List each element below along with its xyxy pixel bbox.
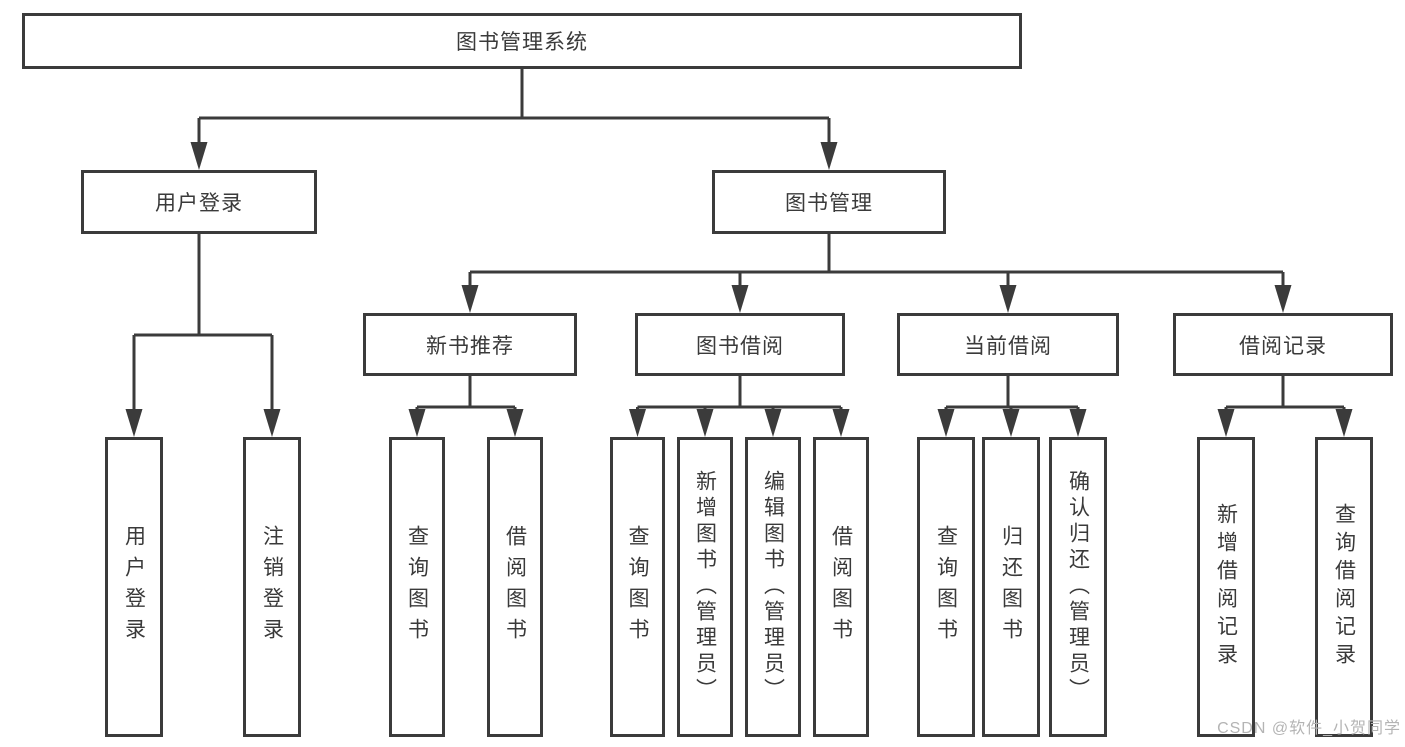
csdn-watermark: CSDN @软件_小贺同学 — [1217, 720, 1401, 737]
leaf-label: 查询图书 — [405, 525, 429, 649]
node-book-mgmt: 图书管理 — [712, 170, 946, 234]
arrowhead — [190, 142, 208, 170]
leaf-label: 编辑图书（管理员） — [761, 470, 785, 704]
node-book-mgmt-label: 图书管理 — [785, 192, 873, 215]
node-leaf-borrow-book-1: 借阅图书 — [487, 437, 543, 737]
node-root: 图书管理系统 — [22, 13, 1022, 69]
arrowhead — [820, 142, 838, 170]
node-user-login: 用户登录 — [81, 170, 317, 234]
node-new-book-rec-label: 新书推荐 — [426, 334, 514, 358]
leaf-label: 查询借阅记录 — [1332, 503, 1356, 671]
node-leaf-logout: 注销登录 — [243, 437, 301, 737]
node-book-borrow: 图书借阅 — [635, 313, 845, 376]
leaf-label: 用户登录 — [122, 525, 146, 649]
leaf-label: 新增借阅记录 — [1214, 503, 1238, 671]
node-user-login-label: 用户登录 — [155, 192, 243, 215]
leaf-label: 注销登录 — [260, 525, 284, 649]
node-leaf-query-book-3: 查询图书 — [917, 437, 975, 737]
leaf-label: 借阅图书 — [829, 525, 853, 649]
leaf-label: 新增图书（管理员） — [693, 470, 717, 704]
node-new-book-rec: 新书推荐 — [363, 313, 577, 376]
leaf-label: 查询图书 — [626, 525, 649, 649]
node-leaf-add-book: 新增图书（管理员） — [677, 437, 733, 737]
node-leaf-query-borrow-record: 查询借阅记录 — [1315, 437, 1373, 737]
node-borrow-records: 借阅记录 — [1173, 313, 1393, 376]
leaf-label: 确认归还（管理员） — [1066, 470, 1090, 704]
node-leaf-borrow-book-2: 借阅图书 — [813, 437, 869, 737]
node-root-label: 图书管理系统 — [456, 31, 588, 54]
leaf-label: 归还图书 — [999, 525, 1023, 649]
leaf-label: 借阅图书 — [503, 525, 527, 649]
node-leaf-add-borrow-record: 新增借阅记录 — [1197, 437, 1255, 737]
node-leaf-edit-book: 编辑图书（管理员） — [745, 437, 801, 737]
node-current-borrow-label: 当前借阅 — [964, 334, 1052, 358]
node-leaf-query-book-1: 查询图书 — [389, 437, 445, 737]
node-borrow-records-label: 借阅记录 — [1239, 334, 1327, 358]
node-leaf-return-book: 归还图书 — [982, 437, 1040, 737]
node-leaf-query-book-2: 查询图书 — [610, 437, 665, 737]
node-leaf-confirm-return: 确认归还（管理员） — [1049, 437, 1107, 737]
node-leaf-user-login: 用户登录 — [105, 437, 163, 737]
node-current-borrow: 当前借阅 — [897, 313, 1119, 376]
node-book-borrow-label: 图书借阅 — [696, 334, 784, 358]
leaf-label: 查询图书 — [934, 525, 958, 649]
